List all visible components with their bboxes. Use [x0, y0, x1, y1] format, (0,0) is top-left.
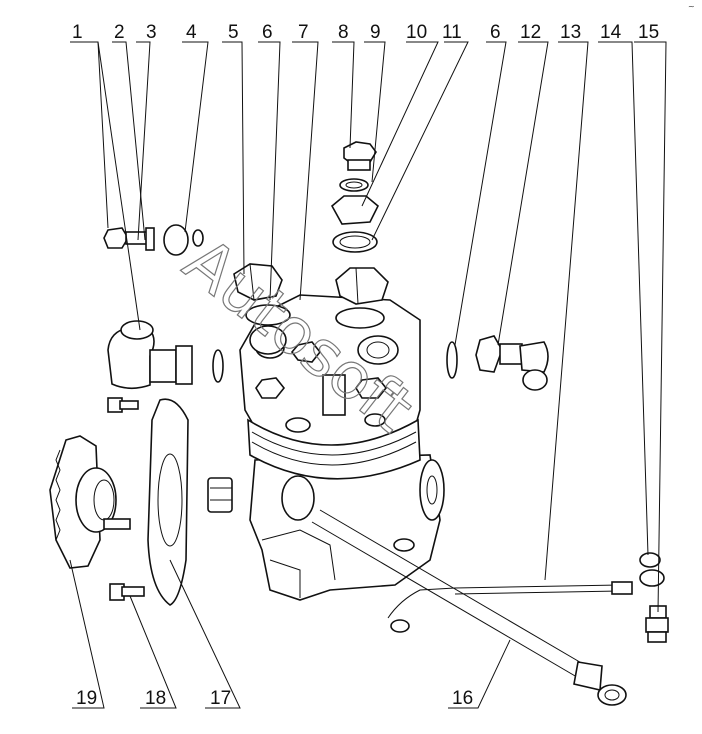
callout-3: 3: [146, 22, 157, 43]
callout-6b: 6: [490, 22, 501, 43]
valve-stack: [330, 141, 379, 253]
callout-14: 14: [600, 22, 622, 43]
callout-13: 13: [560, 22, 581, 43]
callout-11: 11: [442, 22, 462, 43]
small-bolt-upper: [107, 397, 139, 413]
callout-7: 7: [298, 22, 309, 43]
callout-1: 1: [72, 22, 83, 43]
leader-lines: [69, 41, 667, 709]
elbow-fitting-4: [163, 224, 204, 256]
drive-gear-19: [49, 435, 131, 569]
gasket-17: [147, 398, 189, 606]
banjo-bolt-2: [103, 227, 155, 251]
small-bolt-18: [109, 583, 145, 601]
elbow-fitting-1: [107, 320, 224, 390]
callout-4: 4: [186, 22, 197, 43]
callouts: 1 2 3 4 5 6 7 8 9 10 11 6 12 13 14 15 16…: [72, 22, 659, 709]
callout-12: 12: [520, 22, 541, 43]
bolt-15: [645, 605, 669, 643]
corner-mark: ~: [688, 2, 695, 11]
fuel-pipe-13: [387, 552, 665, 633]
callout-6a: 6: [262, 22, 273, 43]
callout-16: 16: [452, 688, 473, 709]
callout-18: 18: [145, 688, 166, 709]
callout-9: 9: [370, 22, 381, 43]
o-ring-6-right: [446, 341, 458, 379]
cylinder-head: [239, 294, 421, 480]
callout-15: 15: [638, 22, 659, 43]
fuel-hose-16: [281, 475, 627, 706]
callout-8: 8: [338, 22, 349, 43]
callout-19: 19: [76, 688, 97, 709]
callout-5: 5: [228, 22, 239, 43]
cap-nut-right: [335, 267, 389, 329]
banjo-fitting-12: [475, 335, 549, 391]
callout-17: 17: [210, 688, 231, 709]
callout-10: 10: [406, 22, 427, 43]
callout-2: 2: [114, 22, 125, 43]
